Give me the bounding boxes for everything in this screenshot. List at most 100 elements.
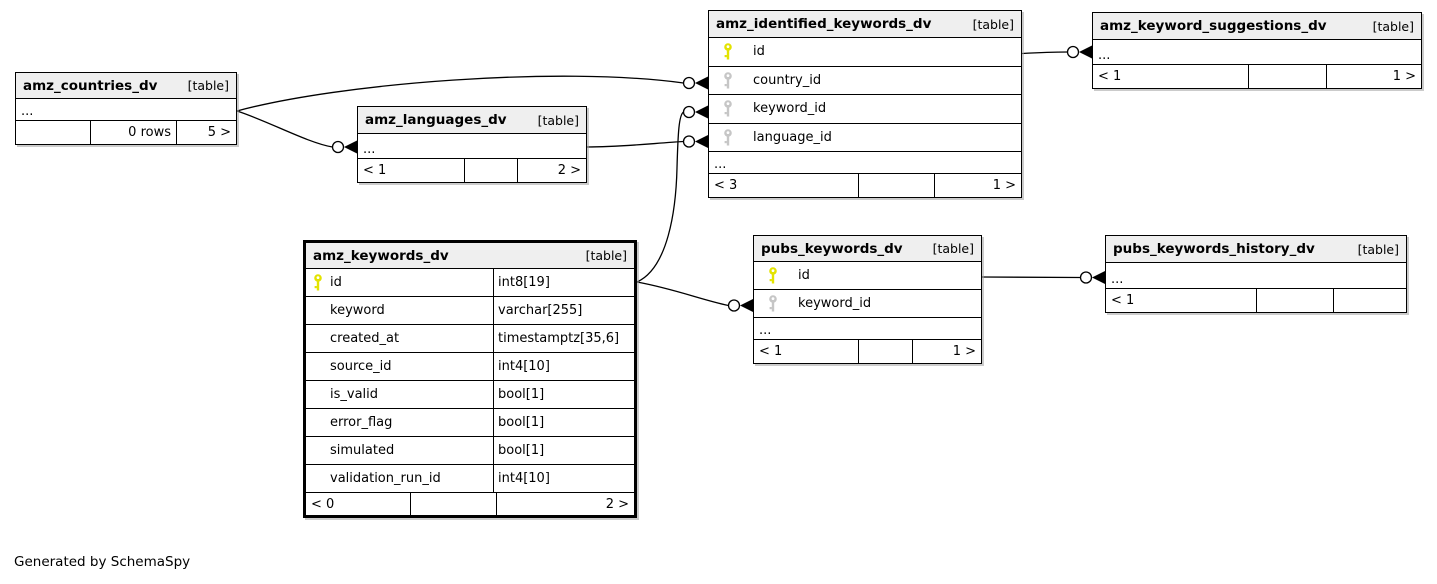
relation-countries-to-identified-country-id bbox=[236, 75, 708, 112]
primary-key-icon bbox=[754, 267, 798, 284]
footer-degree-left: < 3 bbox=[714, 178, 738, 193]
collapsed-columns-row: ... bbox=[16, 98, 236, 120]
column-row-is-valid[interactable]: is_valid bool[1] bbox=[306, 380, 634, 408]
table-type-badge: [table] bbox=[187, 78, 229, 93]
table-type-badge: [table] bbox=[585, 248, 627, 263]
footer-row-count bbox=[858, 340, 912, 363]
crow-foot-arrowhead bbox=[740, 299, 753, 312]
column-name: simulated bbox=[330, 443, 395, 458]
table-header[interactable]: amz_languages_dv [table] bbox=[358, 107, 586, 133]
column-row-language-id[interactable]: language_id bbox=[709, 122, 1021, 152]
column-row-id[interactable]: id bbox=[709, 37, 1021, 66]
zero-or-more-circle bbox=[1066, 45, 1080, 59]
column-name: validation_run_id bbox=[330, 471, 441, 486]
zero-or-more-circle bbox=[331, 140, 345, 154]
crow-foot-arrowhead bbox=[695, 105, 708, 119]
footer-row-count bbox=[1248, 65, 1326, 88]
footer-row-count bbox=[858, 174, 934, 197]
footer-row-count bbox=[464, 159, 517, 182]
column-name: id bbox=[798, 268, 810, 283]
column-name: country_id bbox=[753, 72, 822, 88]
collapsed-columns-row: ... bbox=[1093, 39, 1421, 64]
table-title: pubs_keywords_history_dv bbox=[1113, 241, 1315, 257]
table-header[interactable]: pubs_keywords_history_dv [table] bbox=[1106, 236, 1406, 262]
table-amz-keywords-dv[interactable]: amz_keywords_dv [table] id int8[19] keyw… bbox=[303, 240, 637, 518]
footer-degree-right: 1 > bbox=[1326, 65, 1421, 88]
column-row-keyword[interactable]: keyword varchar[255] bbox=[306, 296, 634, 324]
column-row-created-at[interactable]: created_at timestamptz[35,6] bbox=[306, 324, 634, 352]
column-name: error_flag bbox=[330, 415, 393, 430]
table-amz-keyword-suggestions-dv[interactable]: amz_keyword_suggestions_dv [table] ... <… bbox=[1092, 12, 1422, 89]
zero-or-more-circle bbox=[682, 105, 696, 119]
column-type: int4[10] bbox=[493, 465, 634, 492]
column-name: id bbox=[753, 44, 765, 60]
column-name: id bbox=[330, 275, 342, 290]
collapsed-columns-row: ... bbox=[754, 317, 981, 339]
column-name: is_valid bbox=[330, 387, 379, 402]
crow-foot-arrowhead bbox=[344, 140, 357, 154]
table-header[interactable]: amz_identified_keywords_dv [table] bbox=[709, 11, 1021, 37]
table-header[interactable]: pubs_keywords_dv [table] bbox=[754, 236, 981, 261]
table-footer: < 0 2 > bbox=[306, 492, 634, 515]
crow-foot-arrowhead bbox=[695, 76, 708, 90]
table-type-badge: [table] bbox=[1372, 18, 1414, 34]
relation-countries-to-languages bbox=[236, 110, 357, 154]
primary-key-icon bbox=[709, 43, 753, 60]
foreign-key-icon bbox=[754, 295, 798, 312]
table-amz-countries-dv[interactable]: amz_countries_dv [table] ... 0 rows 5 > bbox=[15, 72, 237, 145]
table-header[interactable]: amz_keywords_dv [table] bbox=[306, 243, 634, 268]
table-header[interactable]: amz_keyword_suggestions_dv [table] bbox=[1093, 13, 1421, 39]
footer-degree-right: 2 > bbox=[496, 493, 634, 515]
column-type: bool[1] bbox=[493, 409, 634, 436]
foreign-key-icon bbox=[709, 100, 753, 117]
primary-key-icon bbox=[306, 274, 330, 291]
footer-degree-right bbox=[1333, 289, 1406, 312]
table-amz-languages-dv[interactable]: amz_languages_dv [table] ... < 1 2 > bbox=[357, 106, 587, 183]
foreign-key-icon bbox=[709, 128, 753, 146]
table-footer: < 1 bbox=[1106, 288, 1406, 312]
collapsed-columns-row: ... bbox=[358, 133, 586, 158]
column-row-id[interactable]: id bbox=[754, 261, 981, 289]
relation-identified-to-suggestions bbox=[1021, 45, 1092, 59]
table-footer: < 1 2 > bbox=[358, 158, 586, 182]
table-amz-identified-keywords-dv[interactable]: amz_identified_keywords_dv [table] id bbox=[708, 10, 1022, 198]
footer-degree-right: 1 > bbox=[934, 174, 1021, 197]
footer-degree-right: 2 > bbox=[517, 159, 586, 182]
column-row-id[interactable]: id int8[19] bbox=[306, 268, 634, 296]
table-title: amz_countries_dv bbox=[23, 77, 158, 94]
table-header[interactable]: amz_countries_dv [table] bbox=[16, 73, 236, 98]
column-row-keyword-id[interactable]: keyword_id bbox=[709, 94, 1021, 123]
column-name: language_id bbox=[753, 129, 832, 145]
zero-or-more-circle bbox=[1079, 271, 1093, 284]
footer-degree-right: 1 > bbox=[912, 340, 981, 363]
footer-degree-left: < 1 bbox=[1111, 293, 1135, 308]
footer-degree-right: 5 > bbox=[176, 121, 236, 144]
footer-row-count: 0 rows bbox=[90, 121, 176, 144]
table-footer: < 1 1 > bbox=[754, 339, 981, 363]
table-title: pubs_keywords_dv bbox=[761, 240, 903, 257]
column-row-keyword-id[interactable]: keyword_id bbox=[754, 289, 981, 317]
column-type: int8[19] bbox=[493, 269, 634, 296]
column-row-country-id[interactable]: country_id bbox=[709, 65, 1021, 95]
footer-degree-left: < 1 bbox=[1098, 69, 1122, 84]
column-name: created_at bbox=[330, 331, 400, 346]
table-title: amz_identified_keywords_dv bbox=[716, 16, 932, 32]
footer-degree-left bbox=[16, 121, 90, 144]
footer-degree-left: < 0 bbox=[311, 496, 335, 512]
table-pubs-keywords-dv[interactable]: pubs_keywords_dv [table] id bbox=[753, 235, 982, 364]
column-row-simulated[interactable]: simulated bool[1] bbox=[306, 436, 634, 464]
table-pubs-keywords-history-dv[interactable]: pubs_keywords_history_dv [table] ... < 1 bbox=[1105, 235, 1407, 313]
table-type-badge: [table] bbox=[1357, 241, 1399, 257]
column-row-error-flag[interactable]: error_flag bool[1] bbox=[306, 408, 634, 436]
table-type-badge: [table] bbox=[932, 241, 974, 256]
column-name: keyword_id bbox=[753, 101, 827, 117]
column-type: timestamptz[35,6] bbox=[493, 325, 634, 352]
column-type: bool[1] bbox=[493, 381, 634, 408]
column-type: int4[10] bbox=[493, 353, 634, 380]
column-row-validation-run-id[interactable]: validation_run_id int4[10] bbox=[306, 464, 634, 492]
table-footer: < 3 1 > bbox=[709, 173, 1021, 197]
table-footer: 0 rows 5 > bbox=[16, 120, 236, 144]
table-type-badge: [table] bbox=[972, 16, 1014, 32]
column-row-source-id[interactable]: source_id int4[10] bbox=[306, 352, 634, 380]
